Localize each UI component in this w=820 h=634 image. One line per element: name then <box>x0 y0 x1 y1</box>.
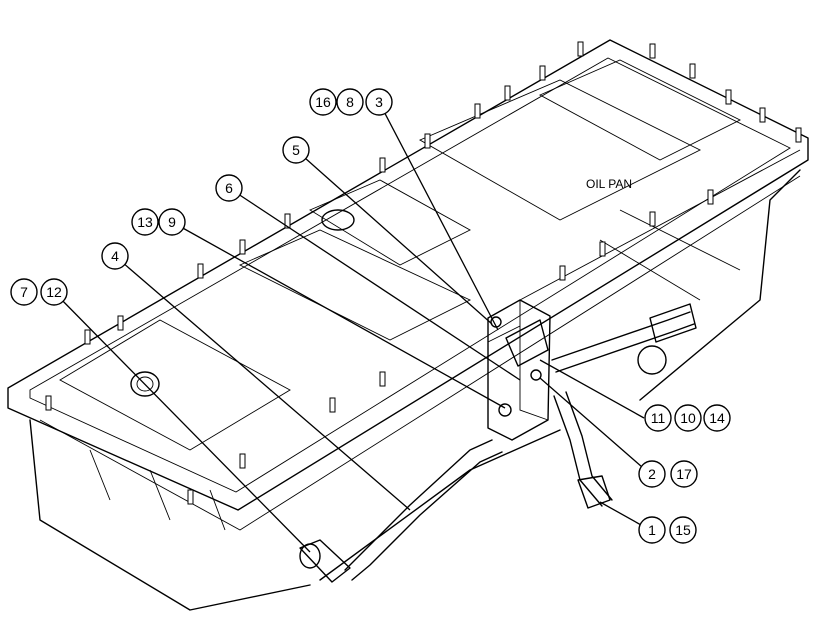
valve-block <box>487 299 551 441</box>
callout-16: 16 <box>309 88 337 116</box>
svg-text:11: 11 <box>651 410 666 426</box>
svg-text:6: 6 <box>225 180 233 196</box>
svg-text:13: 13 <box>137 214 153 230</box>
svg-text:2: 2 <box>648 466 656 482</box>
callout-12: 12 <box>40 278 68 306</box>
callout-8: 8 <box>336 88 364 116</box>
callout-17: 17 <box>670 460 698 488</box>
callout-1: 1 <box>638 516 666 544</box>
callout-11: 11 <box>644 404 672 432</box>
oil-pan-body <box>7 39 809 611</box>
oil-pan-label: OIL PAN <box>586 177 632 191</box>
svg-text:17: 17 <box>676 466 692 482</box>
flange-studs <box>45 41 802 505</box>
svg-text:7: 7 <box>20 284 28 300</box>
callout-3: 3 <box>365 88 393 116</box>
callout-10: 10 <box>674 404 702 432</box>
svg-text:15: 15 <box>675 522 691 538</box>
callout-5: 5 <box>282 136 310 164</box>
callout-15: 15 <box>669 516 697 544</box>
callout-6: 6 <box>215 174 243 202</box>
side-tube <box>551 303 697 509</box>
svg-text:16: 16 <box>315 94 331 110</box>
callout-7: 7 <box>10 278 38 306</box>
svg-text:4: 4 <box>111 248 119 264</box>
callout-9: 9 <box>158 208 186 236</box>
callout-2: 2 <box>638 460 666 488</box>
svg-text:9: 9 <box>168 214 176 230</box>
svg-text:5: 5 <box>292 142 300 158</box>
svg-text:3: 3 <box>375 94 383 110</box>
svg-text:14: 14 <box>709 410 725 426</box>
svg-text:8: 8 <box>346 94 354 110</box>
callout-14: 14 <box>703 404 731 432</box>
oil-tube <box>299 439 503 583</box>
svg-text:1: 1 <box>648 522 656 538</box>
callout-13: 13 <box>131 208 159 236</box>
svg-text:12: 12 <box>46 284 62 300</box>
svg-text:10: 10 <box>680 410 696 426</box>
callout-4: 4 <box>101 242 129 270</box>
